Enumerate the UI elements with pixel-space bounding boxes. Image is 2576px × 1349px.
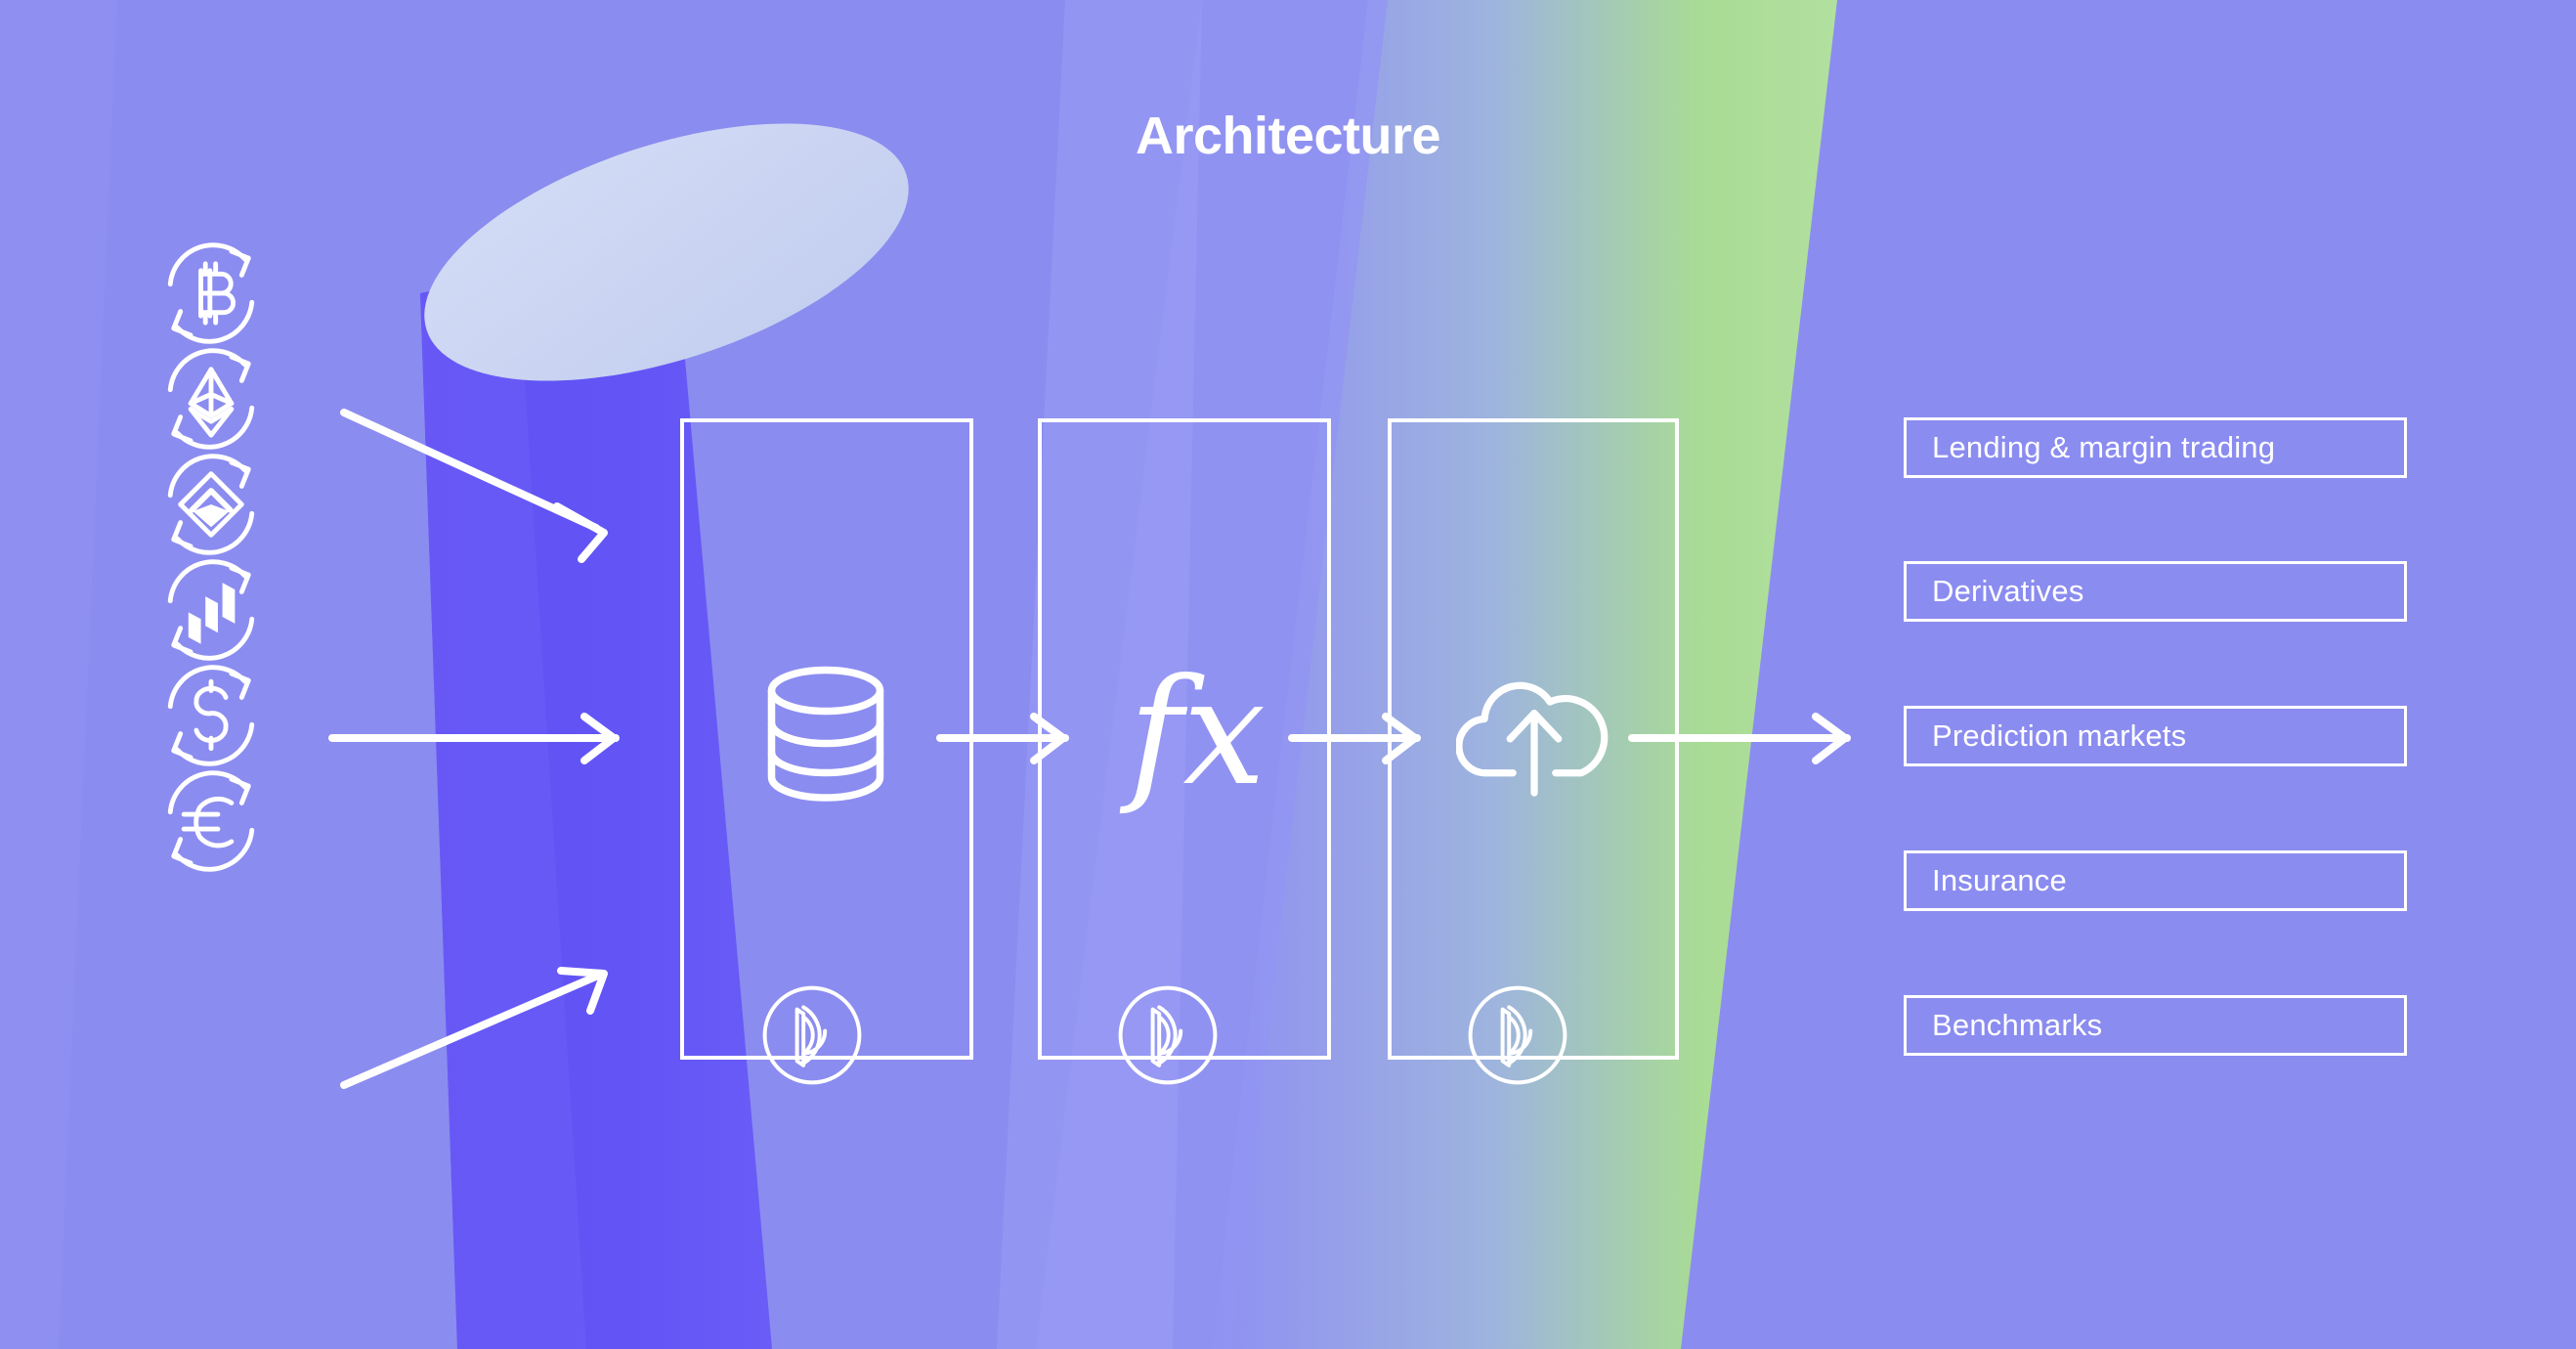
source-icon-dollar [154, 659, 268, 772]
output-label-text: Insurance [1932, 863, 2067, 897]
output-label-lending[interactable]: Lending & margin trading [1904, 417, 2407, 478]
output-label-text: Prediction markets [1932, 718, 2187, 753]
source-icon-euro [154, 764, 268, 878]
source-icon-diamond-token [154, 448, 268, 561]
output-label-prediction-markets[interactable]: Prediction markets [1904, 706, 2407, 766]
output-label-text: Benchmarks [1932, 1008, 2103, 1042]
output-label-text: Lending & margin trading [1932, 430, 2276, 464]
database-icon [752, 665, 899, 802]
source-icon-stacked-token [154, 553, 268, 667]
page-title: Architecture [1135, 107, 1441, 165]
output-label-benchmarks[interactable]: Benchmarks [1904, 995, 2407, 1056]
output-label-insurance[interactable]: Insurance [1904, 850, 2407, 911]
dia-logo-badge-computation [1114, 981, 1222, 1089]
source-icon-ethereum [154, 342, 268, 456]
output-label-derivatives[interactable]: Derivatives [1904, 561, 2407, 622]
fx-icon: fx [1114, 645, 1280, 821]
dia-logo-badge-storage [758, 981, 866, 1089]
source-icon-bitcoin [154, 237, 268, 350]
cloud-upload-icon [1456, 660, 1612, 806]
fx-glyph: fx [1128, 648, 1267, 818]
output-label-text: Derivatives [1932, 574, 2084, 608]
dia-logo-badge-delivery [1464, 981, 1571, 1089]
